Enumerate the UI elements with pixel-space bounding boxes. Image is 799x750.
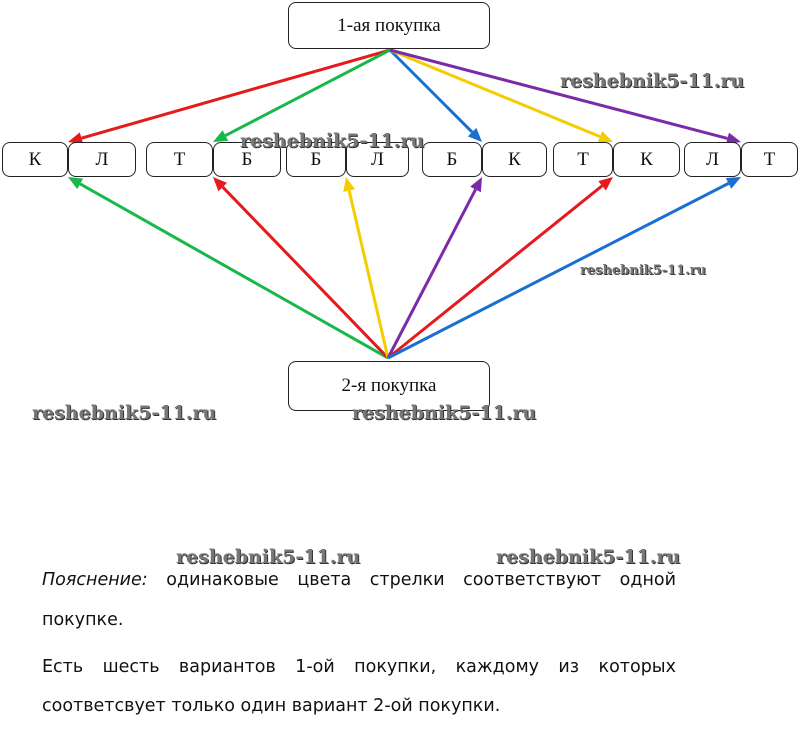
- arrow-line: [387, 184, 604, 360]
- arrow-line: [387, 182, 730, 360]
- letter-box: Л: [68, 142, 136, 177]
- watermark: reshebnik5-11.ru: [496, 546, 681, 568]
- letter-box: Б: [422, 142, 482, 177]
- arrow-line: [386, 188, 477, 359]
- arrow-head: [68, 177, 84, 190]
- arrow-head: [68, 132, 84, 144]
- letter-box: Т: [553, 142, 613, 177]
- watermark: reshebnik5-11.ru: [560, 70, 745, 92]
- arrow-line: [347, 190, 390, 359]
- arrow-head: [598, 177, 613, 191]
- letter-box: К: [2, 142, 68, 177]
- arrow-line: [389, 48, 728, 140]
- top-node: 1-ая покупка: [288, 2, 490, 49]
- arrow-line: [389, 48, 601, 139]
- watermark: reshebnik5-11.ru: [352, 402, 537, 424]
- bottom-node: 2-я покупка: [288, 361, 490, 411]
- paragraph-line-2: соответсвует только один вариант 2-ой по…: [42, 696, 501, 716]
- arrow-head: [343, 177, 356, 192]
- letter-box: Б: [213, 142, 281, 177]
- paragraph-line-1: Есть шесть вариантов 1-ой покупки, каждо…: [42, 657, 676, 677]
- letter-box: Т: [146, 142, 213, 177]
- note-label: Пояснение:: [42, 570, 148, 590]
- arrow-head: [725, 132, 741, 145]
- letter-box: Б: [286, 142, 346, 177]
- letter-box: Л: [684, 142, 741, 177]
- letter-box: Т: [741, 142, 798, 177]
- arrow-line: [81, 48, 391, 140]
- watermark: reshebnik5-11.ru: [240, 130, 425, 152]
- letter-box: К: [482, 142, 547, 177]
- arrow-head: [213, 177, 228, 192]
- watermark: reshebnik5-11.ru: [580, 263, 707, 278]
- letter-box: К: [613, 142, 680, 177]
- note-text: одинаковые цвета стрелки соответствуют о…: [166, 570, 676, 590]
- watermark: reshebnik5-11.ru: [176, 546, 361, 568]
- note-line-2: покупке.: [42, 610, 124, 630]
- arrow-line: [388, 48, 474, 134]
- arrow-head: [470, 177, 482, 193]
- note-line-1: Пояснение: одинаковые цвета стрелки соот…: [42, 570, 676, 590]
- arrow-line: [221, 186, 390, 360]
- arrow-head: [725, 177, 741, 189]
- arrow-head: [213, 130, 229, 142]
- letter-box: Л: [346, 142, 409, 177]
- arrow-line: [79, 182, 389, 360]
- arrow-line: [224, 48, 391, 137]
- arrow-head: [467, 127, 482, 142]
- watermark: reshebnik5-11.ru: [32, 402, 217, 424]
- arrow-head: [597, 131, 613, 143]
